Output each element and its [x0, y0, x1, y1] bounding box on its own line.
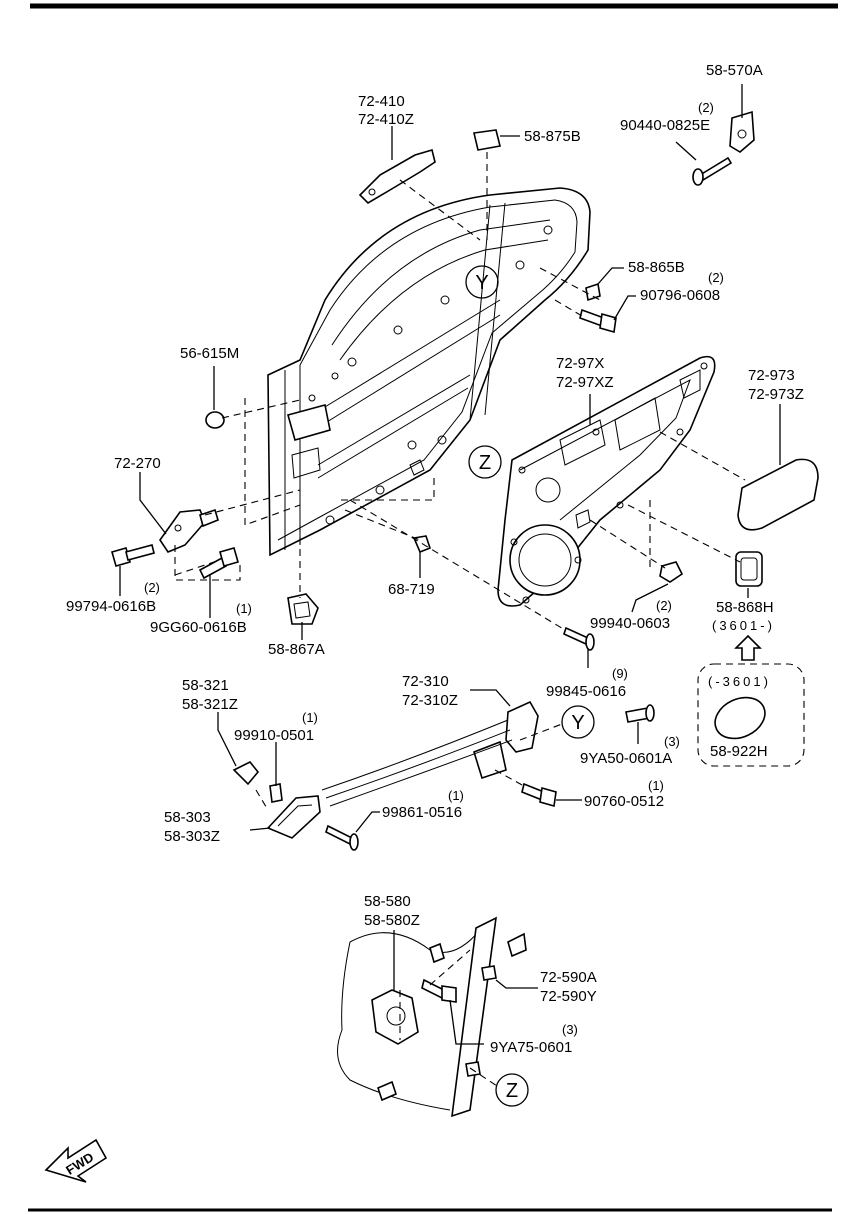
leader-lines — [119, 84, 781, 1045]
qty-90760: (1) — [648, 778, 664, 793]
inner-handle-58-303 — [266, 795, 321, 839]
screw-90440-0825E — [692, 156, 733, 186]
ref-mark-z-mid: Z — [468, 445, 502, 479]
bolt-90796-0608 — [579, 308, 617, 334]
cover-72-973 — [737, 458, 819, 531]
callout-72-410: 72-410 — [358, 93, 405, 110]
callout-72-973Z: 72-973Z — [748, 386, 804, 403]
qty-90796: (2) — [708, 270, 724, 285]
callout-58-580: 58-580 — [364, 893, 411, 910]
callout-72-310: 72-310 — [402, 673, 449, 690]
ref-mark-z-bottom: Z — [495, 1073, 529, 1107]
callout-68-719: 68-719 — [388, 581, 435, 598]
qty-9YA75: (3) — [562, 1022, 578, 1037]
upgrade-arrow — [734, 634, 762, 661]
qty-9YA50: (3) — [664, 734, 680, 749]
qty-90440: (2) — [698, 100, 714, 115]
bolt-9GG60-0616B — [198, 547, 239, 580]
callout-58-868H-range: (3601-) — [712, 618, 775, 633]
callout-99861-0516: 99861-0516 — [382, 804, 462, 821]
callout-58-580Z: 58-580Z — [364, 912, 420, 929]
seal-58-922H — [714, 696, 766, 740]
qty-99910: (1) — [302, 710, 318, 725]
callout-58-865B: 58-865B — [628, 259, 685, 276]
callout-72-270: 72-270 — [114, 455, 161, 472]
door-check-72-270 — [159, 508, 219, 553]
plug-58-868H — [735, 551, 763, 587]
callout-58-303Z: 58-303Z — [164, 828, 220, 845]
callout-72-590A: 72-590A — [540, 969, 597, 986]
ref-mark-y-top-label: Y — [475, 272, 488, 294]
qty-99861: (1) — [448, 788, 464, 803]
qty-99940: (2) — [656, 598, 672, 613]
pad-58-875B — [473, 129, 501, 151]
screw-99861-0516 — [325, 824, 359, 851]
callout-58-570A: 58-570A — [706, 62, 763, 79]
callout-99794-0616B: 99794-0616B — [66, 598, 156, 615]
bolt-72-590A — [481, 965, 497, 981]
assembly-dashed-lines — [174, 152, 746, 1089]
grommet-56-615M — [205, 411, 225, 429]
callout-72-97X: 72-97X — [556, 355, 604, 372]
callout-90796-0608: 90796-0608 — [640, 287, 720, 304]
screw-99845-0616 — [563, 626, 595, 651]
callout-90760-0512: 90760-0512 — [584, 793, 664, 810]
bolt-9YA75-0601 — [421, 978, 457, 1003]
callout-99845-0616: 99845-0616 — [546, 683, 626, 700]
clip-58-570A — [729, 110, 755, 153]
callout-72-310Z: 72-310Z — [402, 692, 458, 709]
callout-58-303: 58-303 — [164, 809, 211, 826]
callout-90440-0825E: 90440-0825E — [620, 117, 710, 134]
bolt-90760-0512 — [521, 782, 557, 808]
bracket-58-867A — [287, 593, 319, 625]
callout-99910-0501: 99910-0501 — [234, 727, 314, 744]
callout-72-973: 72-973 — [748, 367, 795, 384]
outer-handle-72-410 — [358, 148, 436, 205]
qty-9GG60: (1) — [236, 601, 252, 616]
door-module-plate — [497, 355, 716, 607]
qty-99845: (9) — [612, 666, 628, 681]
part-callouts: 58-570A (2) 90440-0825E 72-410 72-410Z 5… — [66, 62, 804, 1056]
callout-9GG60-0616B: 9GG60-0616B — [150, 619, 247, 636]
callout-58-321: 58-321 — [182, 677, 229, 694]
range-box-label: (-3601) — [708, 674, 771, 689]
callout-72-410Z: 72-410Z — [358, 111, 414, 128]
callout-56-615M: 56-615M — [180, 345, 239, 362]
qty-99794: (2) — [144, 580, 160, 595]
callout-9YA50-0601A: 9YA50-0601A — [580, 750, 672, 767]
ref-mark-y-mid-label: Y — [571, 712, 584, 734]
door-inner-panel — [267, 187, 591, 557]
bolt-regulator-lower — [465, 1061, 481, 1077]
callout-58-868H: 58-868H — [716, 599, 774, 616]
bolt-99794-0616B — [111, 544, 155, 567]
clip-58-865B — [585, 282, 601, 302]
ref-mark-y-mid: Y — [561, 705, 595, 739]
callout-58-875B: 58-875B — [524, 128, 581, 145]
nut-99940-0603 — [659, 561, 684, 583]
range-box-outline — [697, 663, 805, 767]
callout-72-590Y: 72-590Y — [540, 988, 597, 1005]
callout-58-321Z: 58-321Z — [182, 696, 238, 713]
screw-99910-0501 — [269, 783, 283, 803]
latch-72-310 — [321, 700, 539, 807]
clip-58-321 — [232, 760, 260, 786]
window-regulator-58-580 — [337, 916, 527, 1118]
fwd-direction-arrow: FWD — [44, 1138, 108, 1183]
callout-58-867A: 58-867A — [268, 641, 325, 658]
callout-72-97XZ: 72-97XZ — [556, 374, 614, 391]
callout-9YA75-0601: 9YA75-0601 — [490, 1039, 572, 1056]
ref-mark-z-mid-label: Z — [479, 452, 491, 474]
ref-mark-z-bottom-label: Z — [506, 1080, 518, 1102]
ref-mark-y-top: Y — [465, 265, 499, 299]
callout-58-922H: 58-922H — [710, 743, 768, 760]
bolt-9YA50-0601A — [625, 704, 655, 723]
callout-99940-0603: 99940-0603 — [590, 615, 670, 632]
